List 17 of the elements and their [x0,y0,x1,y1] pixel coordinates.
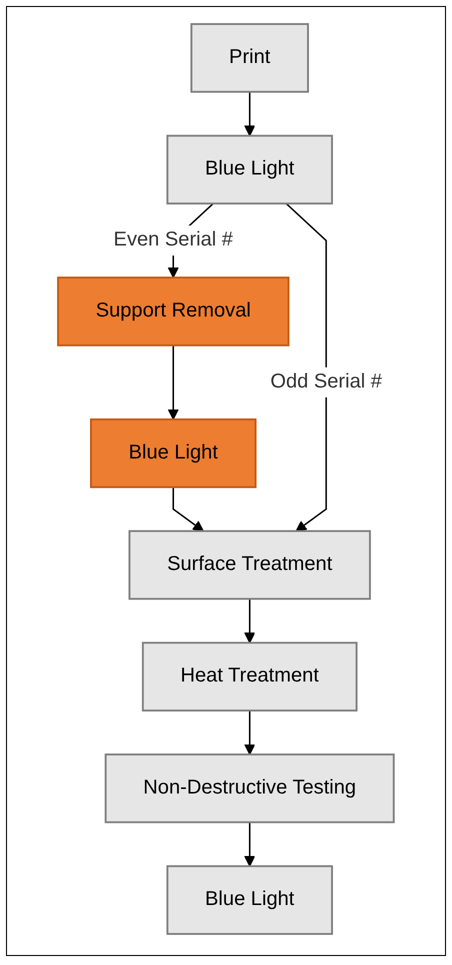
arrow [244,91,256,136]
arrow [172,486,204,532]
arrow [244,710,256,754]
arrow [244,598,256,643]
node-box: Print [190,22,310,92]
node-box: Blue Light [166,864,334,934]
arrow [286,202,327,532]
node-box: Blue Light [90,418,257,488]
edge-label: Even Serial # [114,228,234,250]
node-box: Non-Destructive Testing [104,753,395,823]
edge-label: Odd Serial # [270,370,382,392]
node-box: Blue Light [166,134,334,204]
arrow [244,822,256,866]
node-box: Heat Treatment [142,641,358,711]
arrow [168,344,179,420]
node-box: Support Removal [57,276,290,346]
node-box: Surface Treatment [128,530,371,600]
